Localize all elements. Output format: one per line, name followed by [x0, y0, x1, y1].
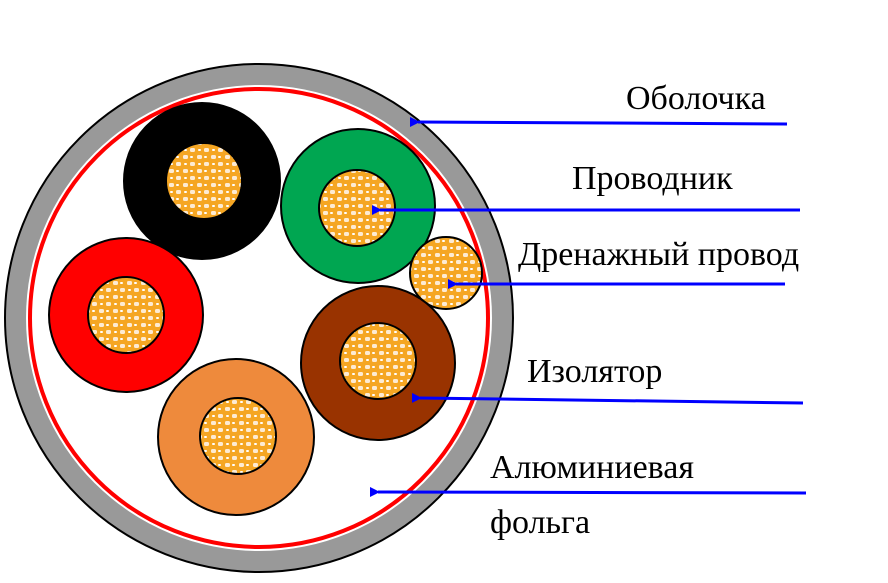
- arrow-sheath: [409, 116, 788, 127]
- conductor-orange: [199, 397, 277, 475]
- conductor-brown: [339, 322, 417, 400]
- arrow-insulator: [411, 392, 804, 405]
- label-sheath: Оболочка: [626, 80, 766, 117]
- core-red: [48, 237, 204, 393]
- conductor-green: [318, 169, 396, 247]
- conductor-red: [87, 276, 165, 354]
- arrow-foil: [369, 486, 807, 497]
- drain-wire: [409, 236, 483, 310]
- core-orange: [157, 358, 315, 516]
- label-conductor: Проводник: [572, 160, 733, 197]
- core-brown: [300, 285, 456, 441]
- label-drain-wire: Дренажный провод: [518, 236, 799, 273]
- core-green: [280, 128, 436, 284]
- label-foil-line2: фольга: [490, 504, 590, 541]
- label-foil-line1: Алюминиевая: [490, 449, 694, 486]
- conductor-black: [165, 142, 243, 220]
- aluminium-foil: [28, 87, 490, 549]
- label-insulator: Изолятор: [527, 353, 662, 390]
- core-black: [123, 102, 281, 260]
